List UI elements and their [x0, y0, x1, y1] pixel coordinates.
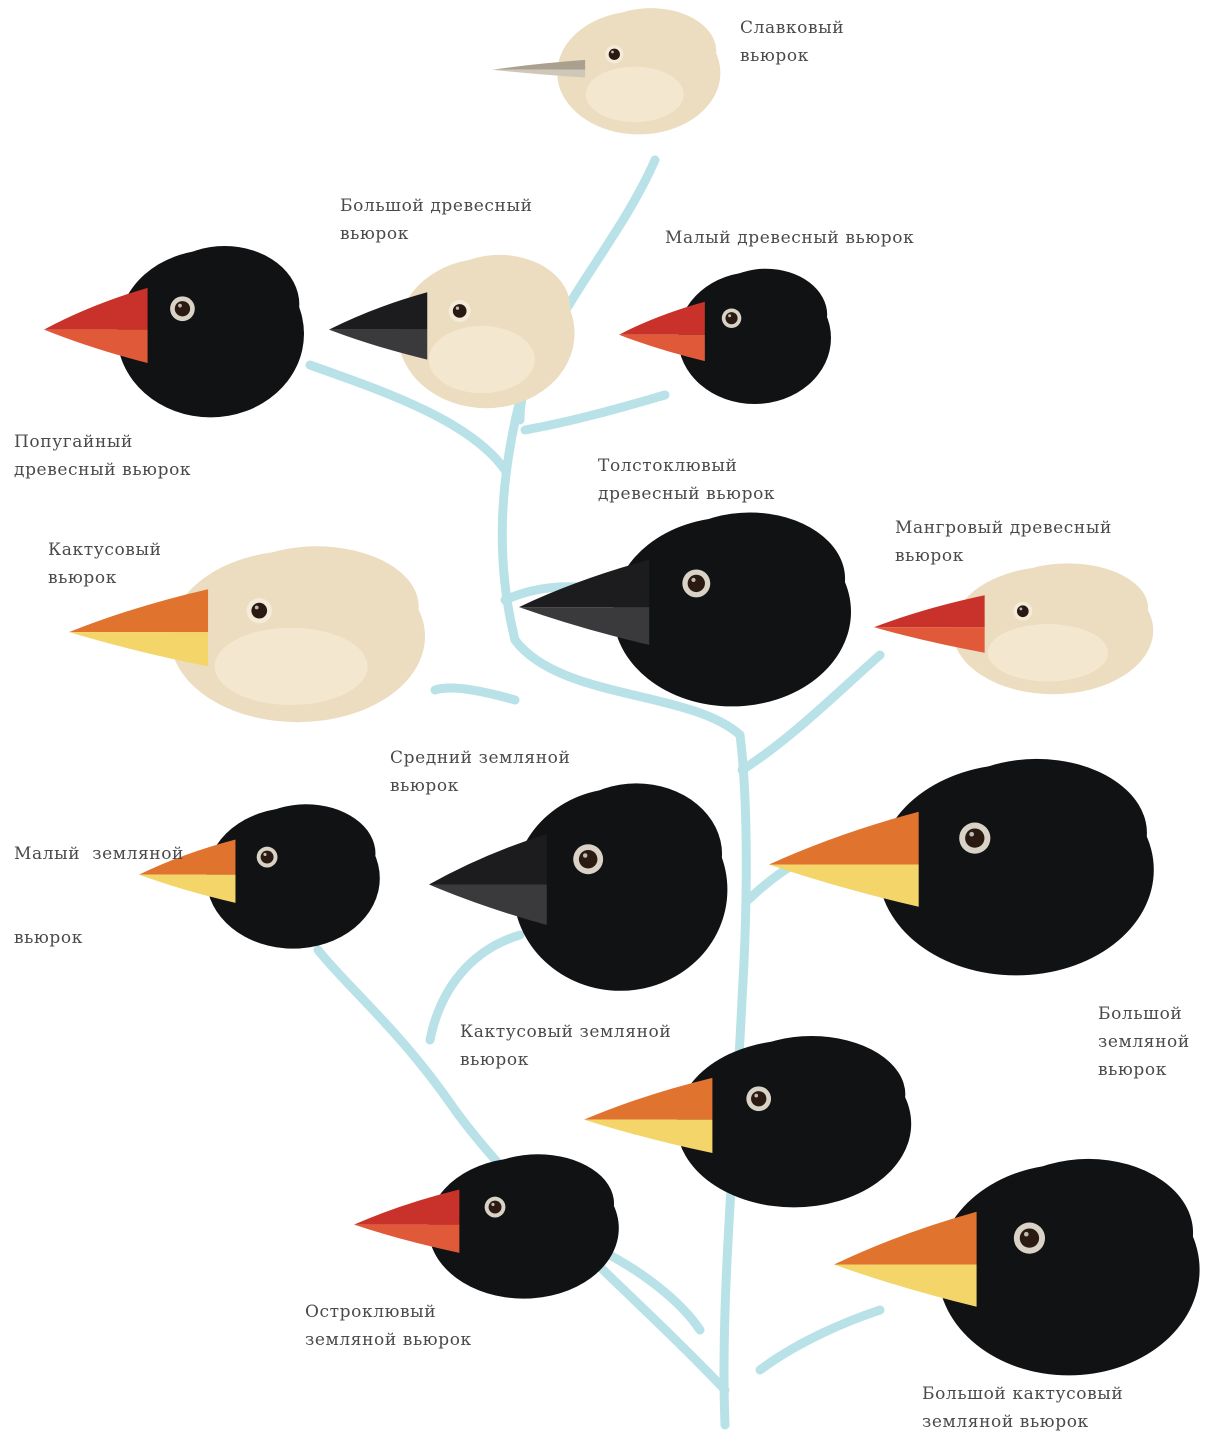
label-small-ground-finch: Малый земляной вьюрок	[14, 784, 184, 980]
upper-beak	[584, 1078, 712, 1120]
lower-beak	[492, 70, 585, 78]
lower-beak	[834, 1265, 977, 1307]
eye-pupil	[175, 301, 190, 316]
large-tree-finch-head	[325, 245, 585, 415]
label-small-tree-finch: Малый древесный вьюрок	[665, 224, 914, 252]
upper-beak	[874, 595, 985, 627]
sharp-billed-ground-finch-head	[350, 1145, 630, 1305]
lower-beak	[329, 330, 427, 360]
lower-beak	[769, 865, 919, 907]
upper-beak	[519, 560, 649, 607]
branch-cactus	[435, 688, 515, 700]
label-warbler-finch: Славковый вьюрок	[740, 14, 844, 70]
label-cactus-ground-finch: Кактусовый земляной вьюрок	[460, 1018, 671, 1074]
label-sharp-billed-ground-finch: Остроклювый земляной вьюрок	[305, 1298, 472, 1354]
small-tree-finch-head	[615, 260, 840, 410]
lower-beak	[69, 632, 208, 666]
warbler-finch-head	[490, 0, 730, 140]
lower-beak	[354, 1225, 459, 1253]
label-large-cactus-ground-finch: Большой кактусовый земляной вьюрок	[922, 1380, 1123, 1436]
label-medium-ground-finch: Средний земляной вьюрок	[390, 744, 570, 800]
eye-pupil	[965, 828, 984, 847]
lower-beak	[619, 335, 705, 361]
lower-beak	[874, 627, 985, 653]
label-mangrove-tree-finch: Мангровый древесный вьюрок	[895, 514, 1112, 570]
eye-pupil	[609, 49, 620, 60]
eye-pupil	[751, 1091, 766, 1106]
eye-pupil	[579, 850, 598, 869]
eye-pupil	[251, 603, 267, 619]
eye-pupil	[688, 575, 705, 592]
lower-beak	[429, 885, 547, 925]
lower-beak	[44, 330, 148, 363]
lower-beak	[519, 607, 649, 645]
upper-beak	[69, 589, 208, 632]
eye-pupil	[1020, 1228, 1039, 1247]
upper-beak	[354, 1189, 459, 1224]
label-large-tree-finch: Большой древесный вьюрок	[340, 192, 533, 248]
upper-beak	[44, 288, 148, 330]
label-cactus-finch: Кактусовый вьюрок	[48, 536, 162, 592]
eye-pupil	[261, 851, 274, 864]
upper-beak	[429, 834, 547, 885]
medium-ground-finch-head	[425, 770, 740, 1000]
eye-pupil	[489, 1201, 502, 1214]
thick-billed-tree-finch-head	[515, 500, 865, 715]
eye-pupil	[453, 304, 467, 318]
upper-beak	[769, 812, 919, 865]
label-parrot-tree-finch: Попугайный древесный вьюрок	[14, 428, 191, 484]
label-thick-billed-tree-finch: Толстоклювый древесный вьюрок	[598, 452, 775, 508]
upper-beak	[492, 60, 585, 70]
upper-beak	[834, 1212, 977, 1265]
parrot-tree-finch-head	[40, 235, 315, 425]
upper-beak	[619, 302, 705, 335]
eye-pupil	[1017, 605, 1029, 617]
large-cactus-ground-finch-head	[830, 1145, 1215, 1385]
label-large-ground-finch: Большой земляной вьюрок	[1098, 1000, 1190, 1084]
eye-pupil	[726, 312, 738, 324]
upper-beak	[329, 292, 427, 329]
mangrove-tree-finch-head	[870, 555, 1165, 700]
large-ground-finch-head	[765, 745, 1170, 985]
